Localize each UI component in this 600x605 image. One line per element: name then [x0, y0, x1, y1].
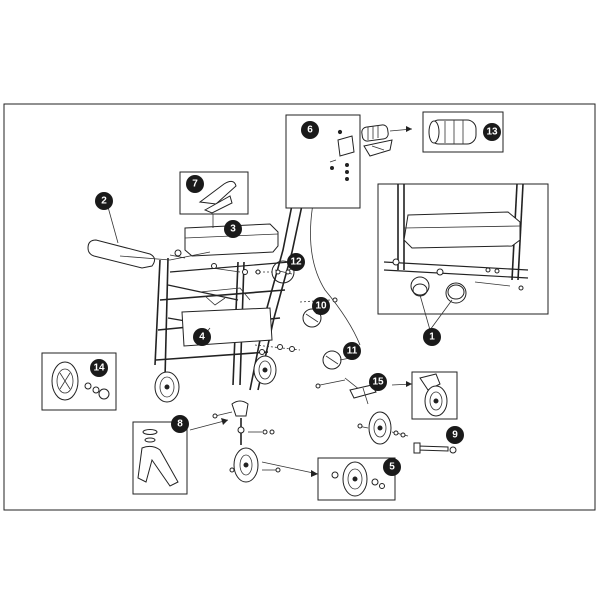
callout-13: 13	[483, 123, 501, 141]
diagram-frame	[3, 103, 596, 511]
callout-14: 14	[90, 359, 108, 377]
front-caster-wheel	[212, 400, 281, 483]
detail-box-5	[261, 457, 396, 501]
callout-12-label: 12	[290, 257, 302, 268]
detail-box-1	[377, 183, 549, 315]
callout-6-label: 6	[307, 125, 313, 136]
callout-1-label: 1	[429, 332, 435, 343]
callout-1: 1	[423, 328, 441, 346]
right-caster-wheel	[357, 411, 409, 445]
callout-12: 12	[287, 253, 305, 271]
callout-9-label: 9	[452, 430, 458, 441]
callout-13-label: 13	[486, 127, 498, 138]
rear-wheel-left	[154, 371, 180, 403]
callout-2-label: 2	[101, 196, 107, 207]
callout-4: 4	[193, 328, 211, 346]
callout-3-label: 3	[230, 224, 236, 235]
callout-6: 6	[301, 121, 319, 139]
callout-10: 10	[312, 297, 330, 315]
callout-5-label: 5	[389, 462, 395, 473]
callout-7: 7	[186, 175, 204, 193]
callout-10-label: 10	[315, 301, 327, 312]
callout-8: 8	[171, 415, 189, 433]
callout-8-label: 8	[177, 419, 183, 430]
callout-2: 2	[95, 192, 113, 210]
rear-wheel-right	[253, 355, 277, 385]
callout-15: 15	[369, 373, 387, 391]
callout-5: 5	[383, 458, 401, 476]
bolt-9	[413, 442, 457, 454]
detail-box-8	[132, 418, 229, 495]
rollator-frame	[87, 138, 377, 405]
callout-9: 9	[446, 426, 464, 444]
callout-11-label: 11	[347, 346, 358, 357]
hardware-10-circle	[302, 308, 322, 328]
callout-4-label: 4	[199, 332, 205, 343]
callout-11: 11	[343, 342, 361, 360]
detail-box-15	[391, 371, 458, 420]
callout-3: 3	[224, 220, 242, 238]
detail-box-6	[285, 114, 393, 209]
callout-14-label: 14	[93, 363, 105, 374]
callout-7-label: 7	[192, 179, 198, 190]
callout-15-label: 15	[372, 377, 384, 388]
